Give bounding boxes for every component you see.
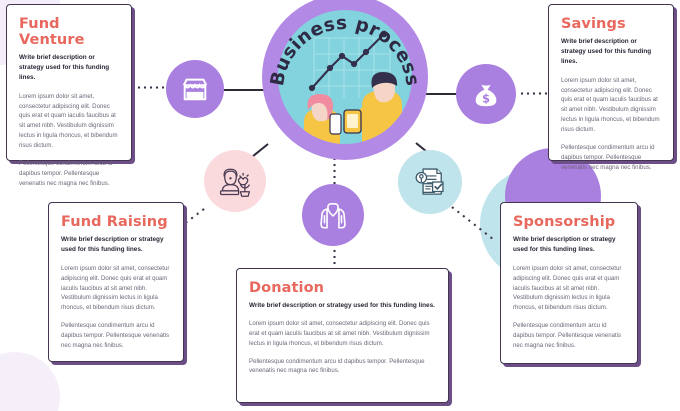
card-paragraph-2: Pellentesque condimentum arcu id dapibus… (561, 143, 655, 171)
card-paragraph-2: Pellentesque condimentum arcu id dapibus… (19, 159, 113, 187)
card-fund-raising[interactable]: Fund Raising Write brief description or … (48, 202, 184, 362)
central-hub-title: Business process (267, 13, 423, 88)
card-paragraph-2: Pellentesque condimentum arcu id dapibus… (249, 357, 425, 375)
icon-circle-donation[interactable] (302, 184, 364, 246)
card-lead: Write brief description or strategy used… (249, 302, 435, 309)
icon-circle-savings[interactable]: $ (456, 64, 516, 124)
connector-hub-to-storefront (224, 89, 266, 91)
card-lead: Write brief description or strategy used… (561, 38, 652, 65)
storefront-icon (182, 78, 208, 101)
connector-donation-to-card (333, 248, 336, 270)
icon-circle-fund-raising[interactable] (204, 150, 266, 212)
card-title: Savings (561, 16, 626, 32)
connector-hub-to-moneybag (424, 93, 458, 95)
icon-circle-fund-venture[interactable] (166, 60, 224, 118)
card-title: Fund Venture (19, 16, 85, 48)
card-lead: Write brief description or strategy used… (61, 236, 164, 253)
money-bag-icon: $ (475, 84, 497, 107)
analytics-people-illustration (304, 30, 402, 144)
card-paragraph-1: Lorem ipsum dolor sit amet, consectetur … (61, 264, 170, 312)
connector-moneybag-to-savings (519, 92, 547, 95)
card-lead: Write brief description or strategy used… (513, 236, 616, 253)
central-hub-title-text: Business process (267, 13, 423, 88)
svg-text:$: $ (482, 92, 490, 105)
card-paragraph-1: Lorem ipsum dolor sit amet, consectetur … (19, 92, 118, 150)
card-sponsorship[interactable]: Sponsorship Write brief description or s… (500, 202, 638, 364)
connector-fund-venture-to-storefront (136, 86, 166, 89)
central-hub-illustration (278, 10, 412, 144)
card-paragraph-1: Lorem ipsum dolor sit amet, consectetur … (513, 264, 622, 312)
person-with-heart-plant-icon (219, 168, 251, 197)
contract-document-checkmark-icon (415, 168, 444, 195)
card-paragraph-1: Lorem ipsum dolor sit amet, consectetur … (249, 319, 430, 347)
central-hub: Business process (262, 0, 428, 160)
card-paragraph-2: Pellentesque condimentum arcu id dapibus… (513, 322, 622, 349)
card-donation[interactable]: Donation Write brief description or stra… (236, 268, 449, 403)
card-title: Fund Raising (61, 214, 168, 230)
connector-hub-to-donation (333, 150, 336, 184)
card-title: Donation (249, 280, 325, 296)
icon-circle-sponsorship[interactable] (398, 150, 462, 214)
card-lead: Write brief description or strategy used… (19, 54, 110, 81)
card-fund-venture[interactable]: Fund Venture Write brief description or … (6, 4, 132, 187)
card-title: Sponsorship (513, 214, 616, 230)
hands-holding-heart-icon (320, 203, 346, 229)
card-paragraph-1: Lorem ipsum dolor sit amet, consectetur … (561, 76, 660, 134)
card-savings[interactable]: Savings Write brief description or strat… (548, 4, 674, 171)
card-paragraph-2: Pellentesque condimentum arcu id dapibus… (61, 322, 170, 349)
